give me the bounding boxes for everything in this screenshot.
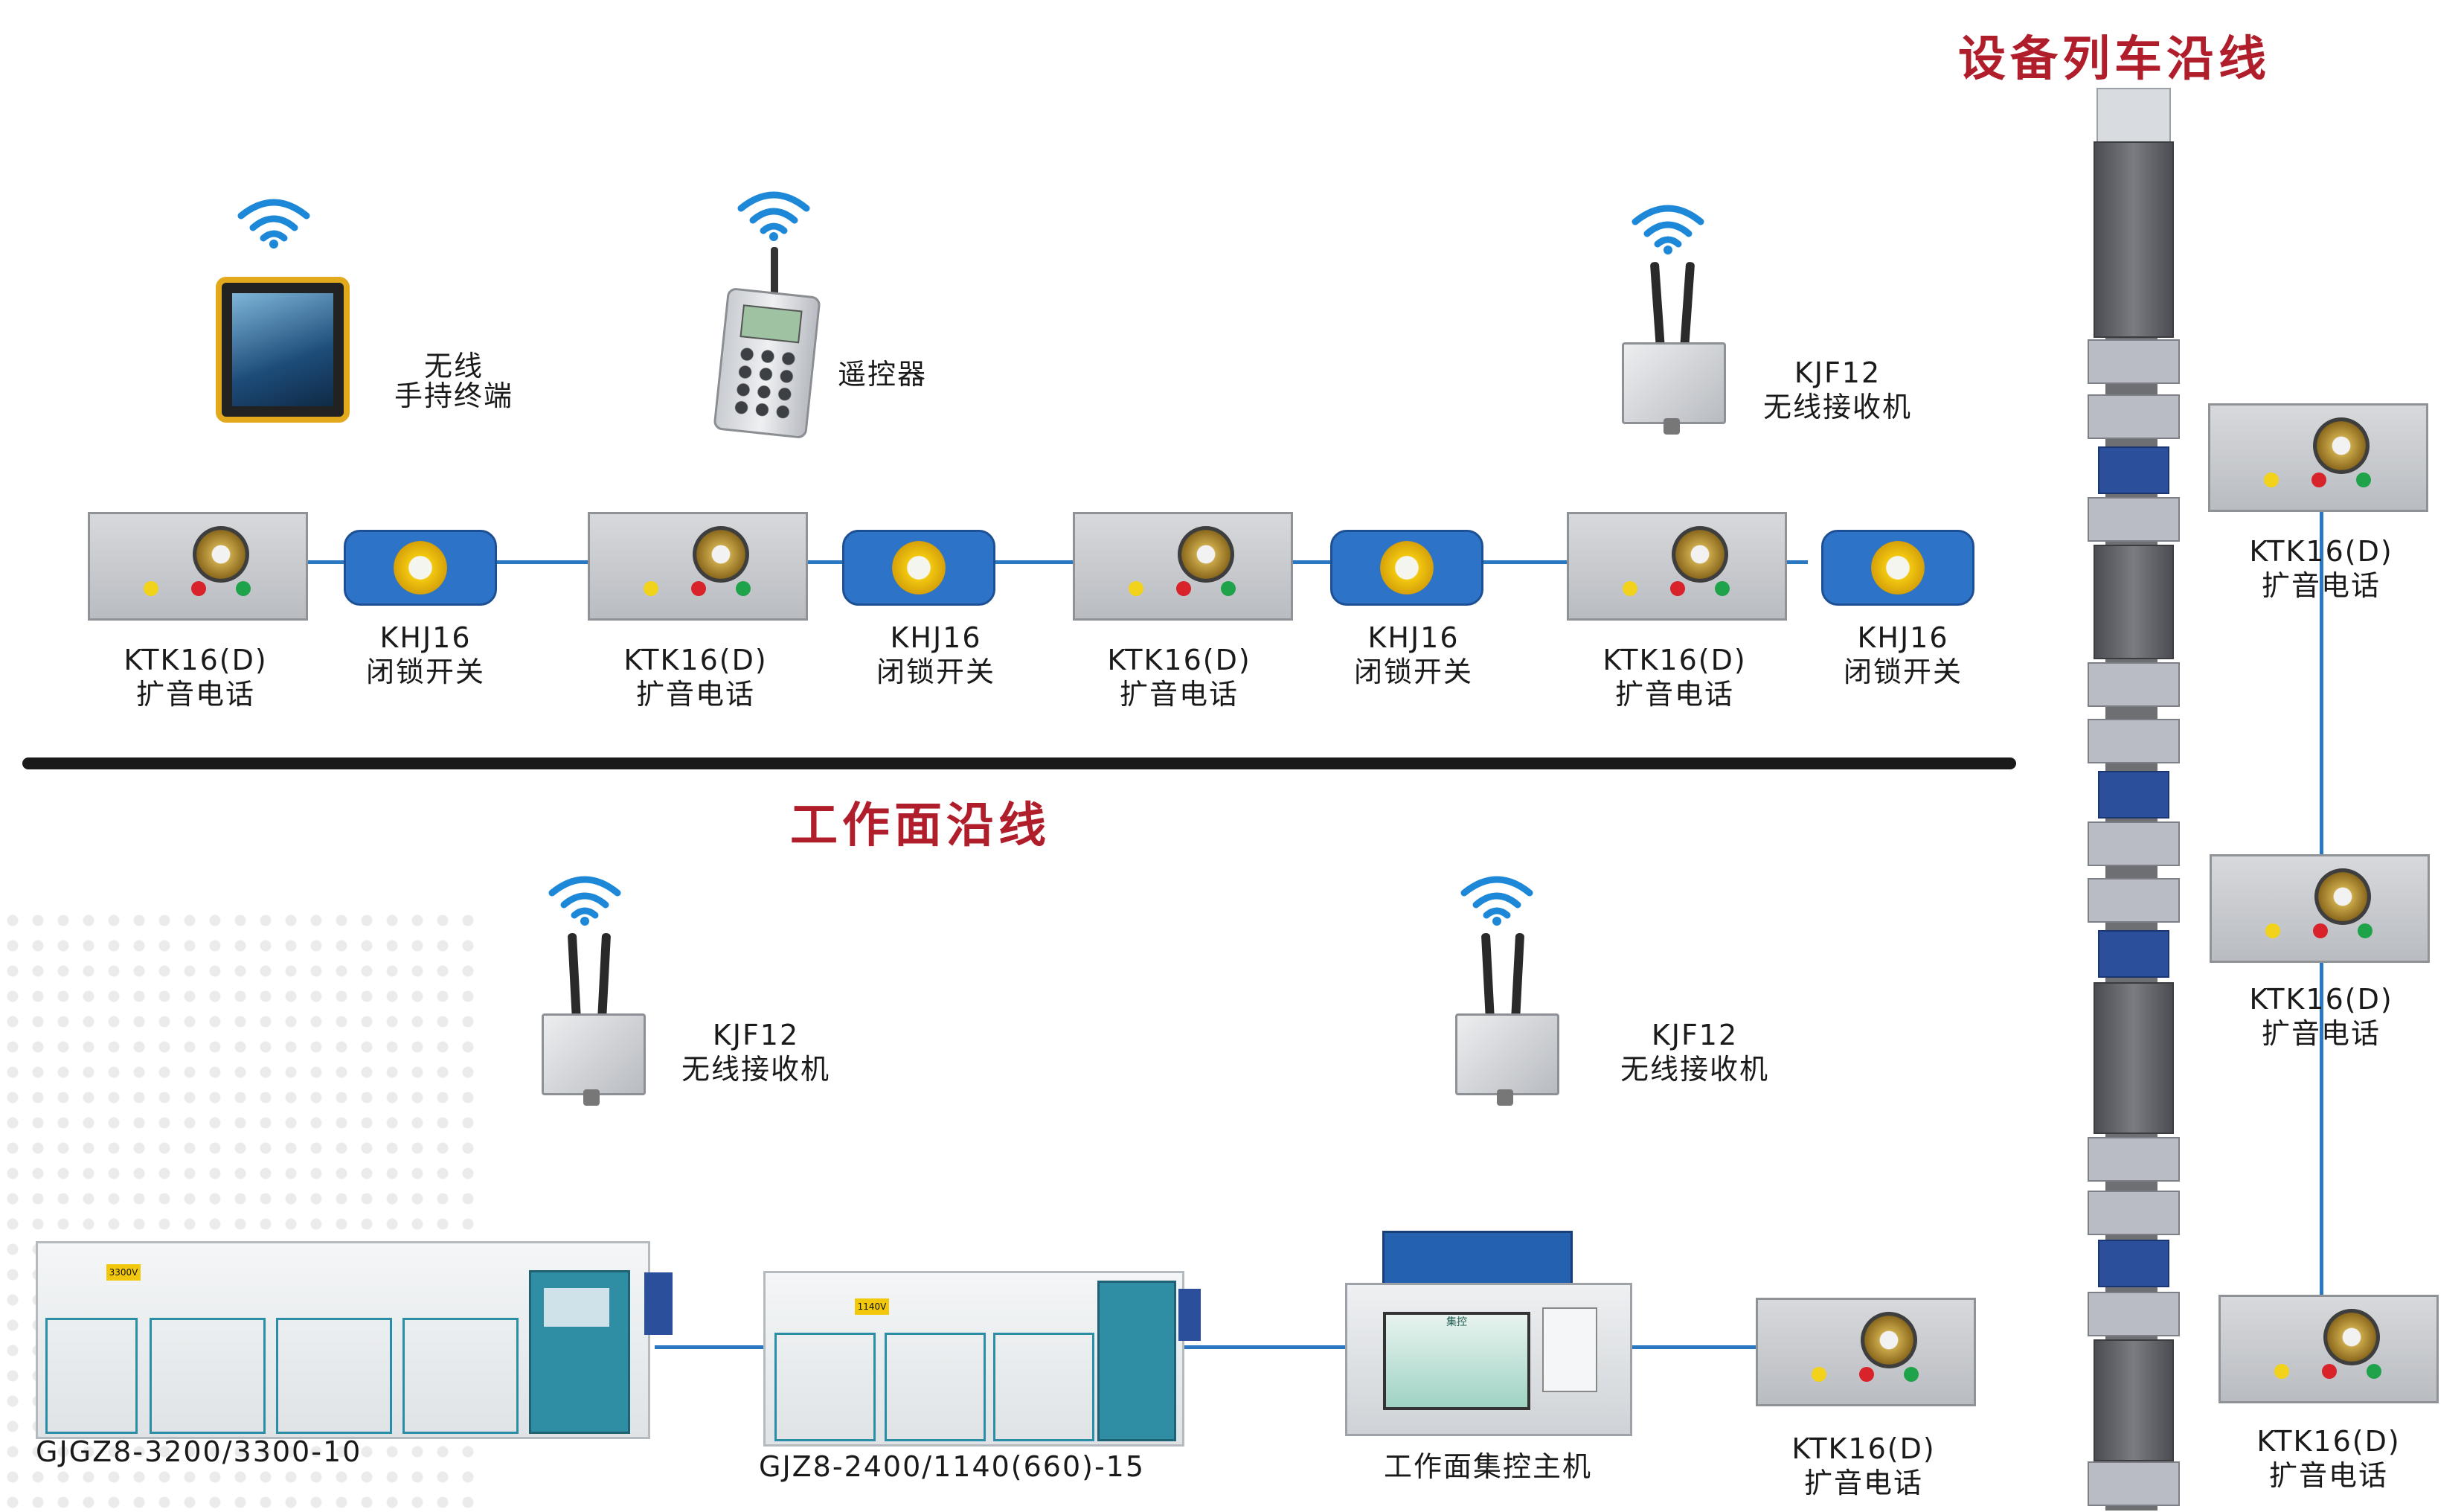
train-coupler: [2088, 497, 2180, 542]
switchgear-connector: [1178, 1289, 1201, 1341]
train-end-cap: [2096, 88, 2171, 143]
gjz8-switchgear: 1140V: [763, 1271, 1184, 1447]
ktk16-loudspeaker-phone: [2208, 403, 2428, 512]
ktk16-loudspeaker-phone: [588, 512, 808, 621]
train-blue-module: [2098, 771, 2169, 819]
receiver-antenna: [567, 932, 582, 1023]
train-coupler: [2088, 339, 2180, 384]
remote-antenna: [771, 247, 778, 299]
ktk16-label: KTK16(D)扩音电话: [1602, 644, 1747, 711]
wifi-icon: [237, 199, 310, 249]
receiver-connector: [583, 1089, 600, 1106]
train-coupler: [2088, 719, 2180, 763]
central-controller-host: 集控: [1345, 1283, 1632, 1436]
receiver-antenna: [1679, 261, 1695, 352]
train-coupler: [2088, 1191, 2180, 1235]
voltage-badge: 1140V: [855, 1298, 889, 1315]
train-car: [2094, 982, 2174, 1134]
train-car: [2094, 1339, 2174, 1461]
khj16-lockout-switch: [842, 530, 995, 606]
kjf12-receiver-device: [542, 1013, 646, 1095]
khj16-lockout-switch: [1821, 530, 1974, 606]
ktk16-loudspeaker-phone: [1567, 512, 1787, 621]
kjf12-receiver-device: [1622, 342, 1726, 424]
ktk16-loudspeaker-phone: [1073, 512, 1293, 621]
working-face-title: 工作面沿线: [790, 798, 1050, 853]
train-blue-module: [2098, 1240, 2169, 1287]
train-coupler: [2088, 1461, 2180, 1506]
khj16-lockout-switch: [1330, 530, 1483, 606]
ktk16-loudspeaker-phone: [2210, 854, 2430, 963]
switchgear-connector: [644, 1272, 673, 1335]
train-blue-module: [2098, 446, 2169, 494]
remote-control-device: [713, 286, 821, 440]
train-coupler: [2088, 662, 2180, 707]
train-car: [2094, 545, 2174, 659]
train-car: [2094, 141, 2174, 338]
wifi-icon: [1460, 876, 1533, 926]
section-divider: [22, 757, 2016, 769]
train-coupler: [2088, 821, 2180, 866]
receiver-antenna: [1649, 261, 1666, 352]
remote-control-label: 遥控器: [837, 358, 927, 391]
gjgz8-switchgear: 3300V: [36, 1241, 650, 1439]
handheld-terminal-device: [216, 277, 350, 423]
gjz8-label: GJZ8-2400/1140(660)-15: [759, 1450, 1146, 1483]
ktk16-label: KTK16(D)扩音电话: [123, 644, 268, 711]
train-coupler: [2088, 878, 2180, 923]
train-coupler: [2088, 1137, 2180, 1182]
receiver-antenna: [1480, 932, 1495, 1023]
controller-top-panel: [1382, 1231, 1573, 1287]
wifi-icon: [737, 191, 810, 241]
switchgear-cable: [655, 1345, 1771, 1349]
train-coupler: [2088, 1292, 2180, 1336]
kjf12-receiver-device: [1455, 1013, 1559, 1095]
receiver-connector: [1663, 418, 1680, 435]
face-chain-cable: [298, 560, 1808, 564]
ktk16-label: KTK16(D)扩音电话: [1107, 644, 1251, 711]
receiver-antenna: [597, 932, 612, 1023]
wifi-icon: [1632, 205, 1704, 254]
train-coupler: [2088, 394, 2180, 439]
ktk16-label: KTK16(D)扩音电话: [2249, 535, 2393, 602]
receiver-connector: [1497, 1089, 1513, 1106]
ktk16-label: KTK16(D)扩音电话: [2249, 983, 2393, 1050]
gjgz8-label: GJGZ8-3200/3300-10: [36, 1435, 362, 1468]
khj16-lockout-switch: [344, 530, 497, 606]
controller-label: 工作面集控主机: [1383, 1450, 1592, 1483]
receiver-antenna: [1510, 932, 1525, 1023]
ktk16-loudspeaker-phone: [2218, 1295, 2439, 1403]
equipment-train-title: 设备列车沿线: [1958, 32, 2271, 87]
voltage-badge: 3300V: [106, 1264, 141, 1281]
ktk16-label: KTK16(D)扩音电话: [2256, 1425, 2401, 1492]
controller-screen: 集控: [1383, 1312, 1530, 1410]
ktk16-label: KTK16(D)扩音电话: [1791, 1432, 1936, 1499]
kjf12-receiver-label: KJF12 无线接收机: [1762, 356, 1912, 423]
ktk16-loudspeaker-phone: [1756, 1298, 1976, 1406]
ktk16-label: KTK16(D)扩音电话: [623, 644, 768, 711]
ktk16-loudspeaker-phone: [88, 512, 308, 621]
train-blue-module: [2098, 930, 2169, 978]
wifi-icon: [548, 876, 621, 926]
handheld-terminal-label: 无线 手持终端: [394, 350, 513, 412]
